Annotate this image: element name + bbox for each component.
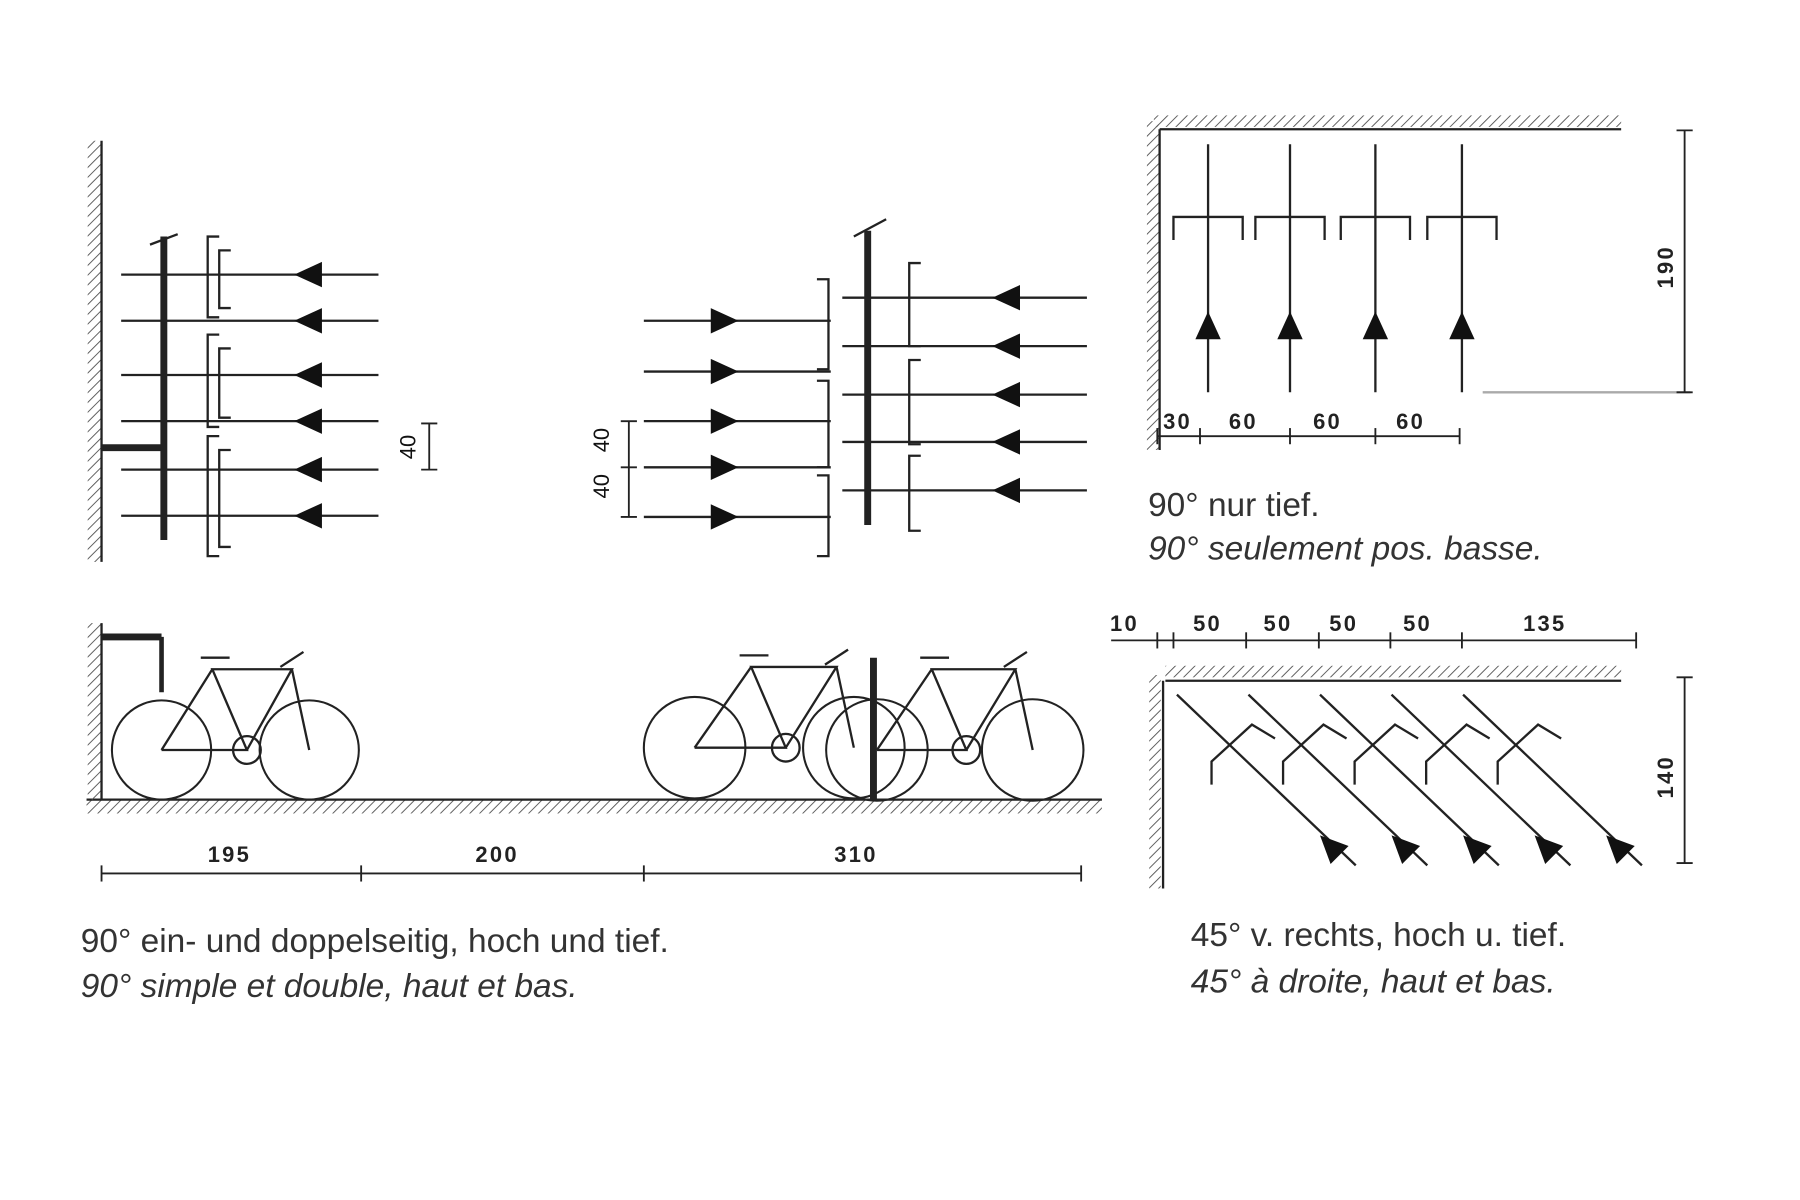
- caption-left-fr: 90° simple et double, haut et bas.: [81, 968, 578, 1005]
- bike-position-line: [1319, 693, 1500, 867]
- arrow-icon: [1195, 311, 1221, 340]
- dim-depth-90: 190: [1653, 245, 1678, 288]
- dim-floor-2: 310: [834, 842, 877, 867]
- dim-row45-2: 50: [1263, 611, 1292, 636]
- bike-position-line: [1390, 693, 1572, 867]
- holder-bracket: [1496, 723, 1562, 785]
- arrow-icon: [294, 503, 322, 529]
- arrow-icon: [710, 504, 739, 530]
- holder-bracket: [908, 358, 921, 446]
- holder-bracket: [1172, 215, 1244, 240]
- wall-hatch: [1165, 665, 1622, 678]
- arrow-icon: [1362, 311, 1389, 340]
- arrow-icon: [1463, 835, 1492, 864]
- bicycle-middle-right: [875, 650, 1034, 752]
- dim-row45-3: 50: [1329, 611, 1358, 636]
- holder-bracket: [1426, 215, 1498, 240]
- arrow-icon: [992, 333, 1020, 359]
- holder-bracket: [218, 347, 231, 419]
- arrow-icon: [1534, 835, 1564, 864]
- dim-row45-0: 10: [1110, 611, 1139, 636]
- caption-bottom-right-fr: 45° à droite, haut et bas.: [1191, 963, 1556, 1000]
- arrow-icon: [294, 362, 322, 388]
- caption-bottom-right-de: 45° v. rechts, hoch u. tief.: [1191, 917, 1566, 954]
- holder-bracket: [816, 278, 830, 371]
- arrow-icon: [1606, 835, 1635, 864]
- arrow-icon: [710, 358, 739, 385]
- holder-bracket: [206, 333, 220, 429]
- dim-row90-1: 60: [1229, 409, 1258, 434]
- wall-hatch: [86, 799, 1102, 814]
- holder-bracket: [1339, 215, 1412, 240]
- holder-bracket: [1281, 723, 1348, 785]
- bicycle-middle-left: [693, 648, 855, 749]
- arrow-icon: [294, 408, 322, 434]
- wheel: [802, 695, 906, 800]
- arrow-icon: [992, 477, 1020, 504]
- dim-floor-0: 195: [208, 842, 251, 867]
- holder-bracket: [908, 454, 921, 532]
- wall-hatch: [1153, 115, 1622, 127]
- arrow-icon: [992, 285, 1020, 311]
- caption-top-right-fr: 90° seulement pos. basse.: [1148, 531, 1543, 568]
- dim-depth-45: 140: [1653, 755, 1678, 798]
- chainring: [231, 734, 262, 765]
- wall-hatch: [1149, 675, 1161, 889]
- arrow-icon: [710, 454, 739, 480]
- arrow-icon: [710, 308, 739, 334]
- dim-row45-4: 50: [1403, 611, 1432, 636]
- holder-bracket: [1210, 723, 1276, 785]
- arrow-icon: [992, 429, 1020, 455]
- arrow-icon: [1320, 835, 1349, 864]
- chainring: [770, 732, 801, 763]
- dim-row45-5: 135: [1523, 611, 1566, 636]
- holder-bracket: [206, 235, 220, 319]
- holder-bracket: [816, 474, 830, 558]
- holder-bracket: [908, 261, 921, 348]
- wall-hatch: [1146, 121, 1159, 451]
- arrow-icon: [1277, 311, 1303, 340]
- caption-left-de: 90° ein- und doppelseitig, hoch und tief…: [81, 923, 669, 960]
- wheel: [980, 698, 1085, 802]
- arrow-icon: [1449, 311, 1475, 340]
- dim-floor-1: 200: [475, 842, 518, 867]
- bike-position-line: [1462, 693, 1643, 867]
- holder-bracket: [1424, 723, 1491, 785]
- dim-row90-2: 60: [1313, 409, 1342, 434]
- arrow-icon: [710, 408, 739, 434]
- arrow-icon: [1391, 835, 1421, 864]
- rack-top: [853, 218, 887, 238]
- dim-double-spacing-a: 40: [589, 428, 614, 452]
- arrow-icon: [992, 381, 1020, 408]
- bike-position-line: [1247, 693, 1429, 867]
- bike-position-line: [1176, 693, 1357, 867]
- holder-bracket: [218, 448, 231, 549]
- holder-bracket: [816, 379, 830, 469]
- arrow-icon: [294, 261, 322, 288]
- bicycle-left: [160, 650, 311, 752]
- holder-bracket: [1254, 215, 1326, 240]
- holder-bracket: [218, 249, 231, 310]
- chainring: [951, 734, 982, 765]
- rack-top: [149, 233, 179, 246]
- caption-top-right-de: 90° nur tief.: [1148, 487, 1319, 524]
- arrow-icon: [294, 308, 322, 334]
- wall-hatch: [87, 623, 102, 800]
- holder-bracket: [1353, 723, 1419, 785]
- dim-row45-1: 50: [1193, 611, 1222, 636]
- dim-row90-0: 30: [1163, 409, 1192, 434]
- dim-row90-3: 60: [1396, 409, 1425, 434]
- dim-double-spacing-b: 40: [589, 474, 614, 498]
- dim-single-spacing: 40: [395, 435, 420, 459]
- holder-bracket: [206, 434, 220, 558]
- wall-hatch: [87, 140, 102, 562]
- arrow-icon: [294, 456, 322, 483]
